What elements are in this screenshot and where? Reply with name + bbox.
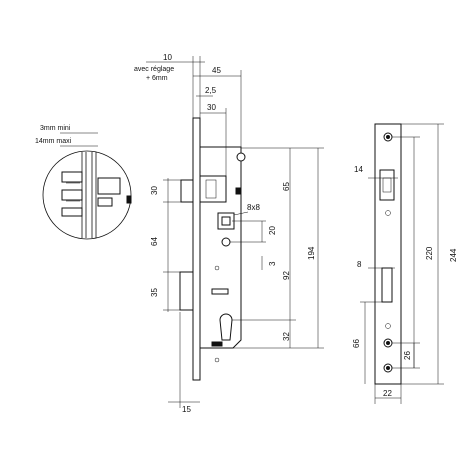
detail-latch-block (61, 207, 83, 217)
dim-22-label: 22 (383, 389, 392, 398)
cylinder-cutout (219, 313, 233, 341)
dim-35-label: 35 (150, 288, 159, 297)
dim-8x8-label: 8x8 (247, 203, 260, 212)
latch-mechanism-inner (205, 179, 217, 199)
strike-screw-base-inner (386, 366, 390, 370)
label-3mm-mini: 3mm mini (40, 125, 71, 132)
dim-92-label: 92 (282, 271, 291, 280)
dim-3-label: 3 (268, 261, 277, 266)
case-slot (211, 288, 229, 295)
strike-plate-view: 14 8 66 26 220 244 22 (352, 123, 458, 404)
lock-faceplate (192, 117, 201, 381)
detail-latch-block (61, 171, 83, 183)
detail-latch-block (61, 189, 83, 201)
detail-circle (42, 150, 132, 240)
dim-30-left-label: 30 (150, 186, 159, 195)
dim-8-label: 8 (357, 260, 362, 269)
dim-10-label: 10 (163, 53, 172, 62)
lock-case-notch (236, 152, 246, 162)
detail-latch-tongue (97, 197, 113, 207)
strike-screw-bottom-inner (386, 341, 390, 345)
dim-32-label: 32 (282, 332, 291, 341)
dim-20-label: 20 (268, 226, 277, 235)
strike-screw-lower (385, 323, 391, 329)
label-14mm-maxi: 14mm maxi (35, 138, 72, 145)
dim-2-5-label: 2,5 (205, 86, 217, 95)
detail-latch-tongue (97, 177, 121, 195)
lock-side-view: 10 avec réglage + 6mm 45 2,5 30 30 64 35… (134, 53, 324, 414)
dim-26-label: 26 (403, 351, 412, 360)
dim-194-label: 194 (307, 246, 316, 260)
detail-view: 3mm mini 14mm maxi (35, 125, 132, 240)
dim-15-label: 15 (182, 405, 191, 414)
dim-10-note-1: avec réglage (134, 66, 174, 73)
dim-64-label: 64 (150, 237, 159, 246)
dim-14-label: 14 (354, 165, 363, 174)
strike-bolt-opening (381, 267, 393, 303)
detail-pin (126, 195, 132, 204)
case-screw (214, 265, 220, 271)
dim-65-label: 65 (282, 182, 291, 191)
dim-30-top-label: 30 (207, 103, 216, 112)
dim-244-label: 244 (449, 248, 458, 262)
dim-220-label: 220 (425, 246, 434, 260)
cylinder-cam (211, 341, 223, 347)
latch-pin (235, 187, 241, 195)
latch-mechanism (199, 175, 227, 203)
strike-screw-mid (385, 210, 391, 216)
follower-small-hole (221, 237, 231, 247)
case-screw (214, 357, 220, 363)
strike-screw-top-inner (386, 135, 390, 139)
latch-bolt (180, 179, 194, 203)
dim-45-label: 45 (212, 66, 221, 75)
dim-10-note-2: + 6mm (146, 75, 168, 82)
dim-8x8-leader (233, 211, 249, 216)
dim-66-label: 66 (352, 339, 361, 348)
deadbolt (179, 271, 194, 311)
follower-square (221, 216, 231, 226)
strike-latch-opening (379, 169, 395, 201)
